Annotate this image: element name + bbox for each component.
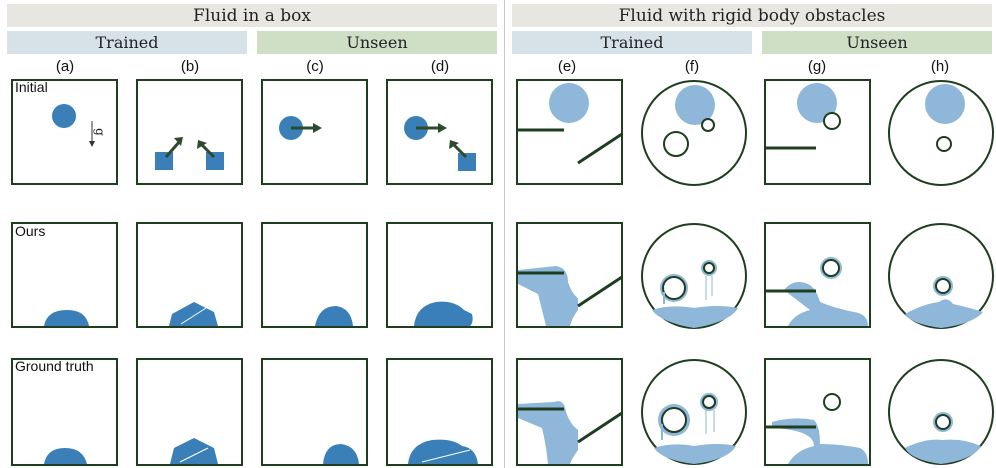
panel-a-initial [11,79,118,185]
panel-g-ground-truth [764,358,871,466]
subheader-right-trained: Trained [512,31,752,54]
column-label-d: (d) [430,58,450,75]
subheader-left-unseen: Unseen [257,31,497,54]
panel-f-ours [641,223,747,329]
panel-a-ground-truth [11,358,118,466]
header-fluid-in-box: Fluid in a box [7,4,497,27]
panel-c-ground-truth [261,358,368,466]
panel-h-ours [888,223,994,329]
panel-h-ground-truth [888,359,994,465]
panel-b-ground-truth [136,358,243,466]
panel-d-initial [386,79,493,185]
column-label-a: (a) [55,58,75,75]
panel-g-ours [764,222,871,328]
section-divider [504,0,505,468]
row-label-initial: Initial [15,79,48,95]
column-label-c: (c) [306,58,324,75]
row-label-ground-truth: Ground truth [15,358,94,374]
gravity-label: g [92,128,107,136]
panel-c-ours [261,222,368,328]
panel-b-ours [136,222,243,328]
row-label-ours: Ours [15,223,46,239]
panel-g-initial [764,79,871,185]
panel-d-ground-truth [386,358,493,466]
column-label-b: (b) [180,58,200,75]
panel-a-ours [11,222,118,328]
panel-e-ours [516,222,623,328]
panel-c-initial [261,79,368,185]
panel-f-ground-truth [641,359,747,465]
header-fluid-rigid: Fluid with rigid body obstacles [512,4,992,27]
column-label-g: (g) [807,58,827,75]
panel-d-ours [386,222,493,328]
subheader-right-unseen: Unseen [762,31,992,54]
subheader-left-trained: Trained [7,31,247,54]
panel-f-initial [641,80,747,186]
column-label-f: (f) [684,58,700,75]
column-label-h: (h) [930,58,950,75]
panel-e-initial [516,79,623,185]
panel-h-initial [888,80,994,186]
column-label-e: (e) [557,58,577,75]
panel-b-initial [136,79,243,185]
panel-e-ground-truth [516,358,623,466]
